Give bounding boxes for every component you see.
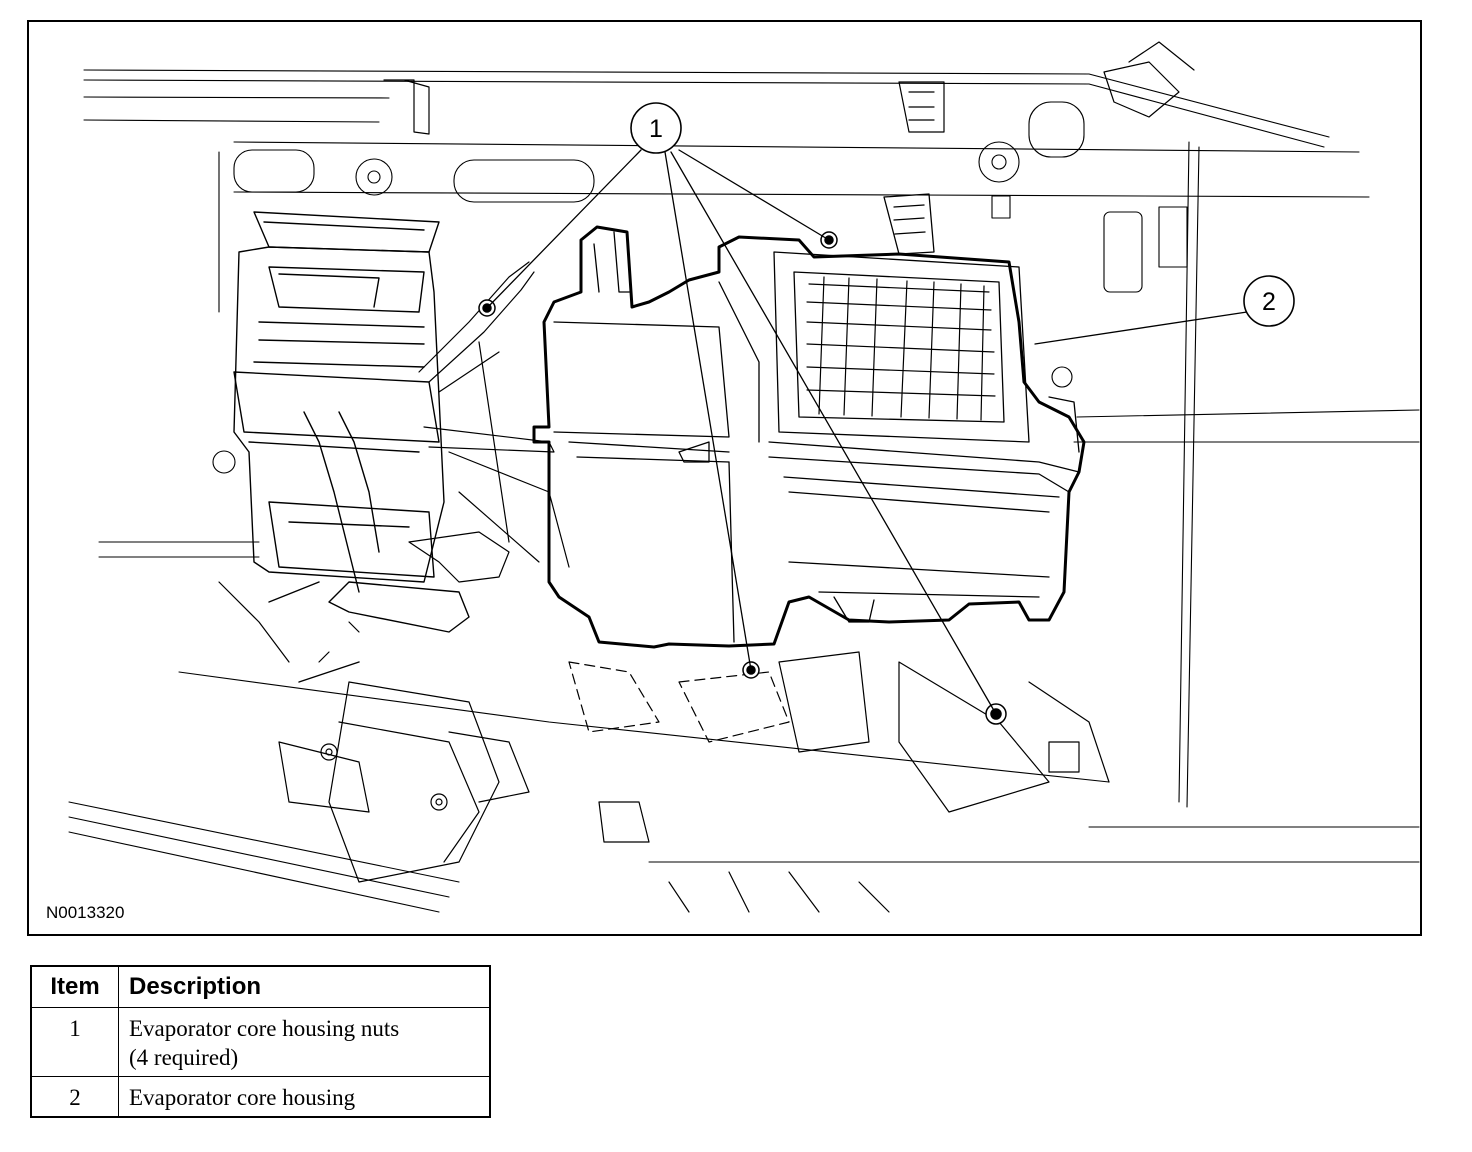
legend-header-row: Item Description [30,965,491,1008]
legend-table: Item Description 1 Evaporator core housi… [30,965,491,1118]
legend-item-number: 1 [30,1007,119,1077]
leader-lines [486,149,1248,715]
legend-description-text: Evaporator core housing nuts (4 required… [129,1016,400,1070]
header-item: Item [30,965,119,1008]
housing-grille [806,276,996,421]
dash-panel-lines [68,69,1420,913]
evaporator-core-housing [532,225,1086,649]
top-brackets [383,41,1195,135]
callout-circles [630,102,1295,327]
callout-1: 1 [649,115,663,143]
panel-slots [212,101,1188,474]
floor-channels [218,581,1110,913]
header-description: Description [118,965,491,1008]
legend-row: 1 Evaporator core housing nuts (4 requir… [30,1007,491,1077]
legend-description-text: Evaporator core housing [129,1085,356,1110]
legend-item-description: Evaporator core housing [118,1076,491,1118]
evaporator-housing-illustration: 1 2 [68,41,1420,913]
legend-row: 2 Evaporator core housing [30,1076,491,1118]
housing-nuts [478,231,1007,725]
heater-plenum [233,211,470,683]
housing-details [553,193,1080,643]
legend-item-description: Evaporator core housing nuts (4 required… [118,1007,491,1077]
legend-item-number: 2 [30,1076,119,1118]
callout-2: 2 [1262,288,1276,316]
figure-id: N0013320 [46,903,125,922]
figure-frame: 1 2 N0013320 [27,20,1422,936]
